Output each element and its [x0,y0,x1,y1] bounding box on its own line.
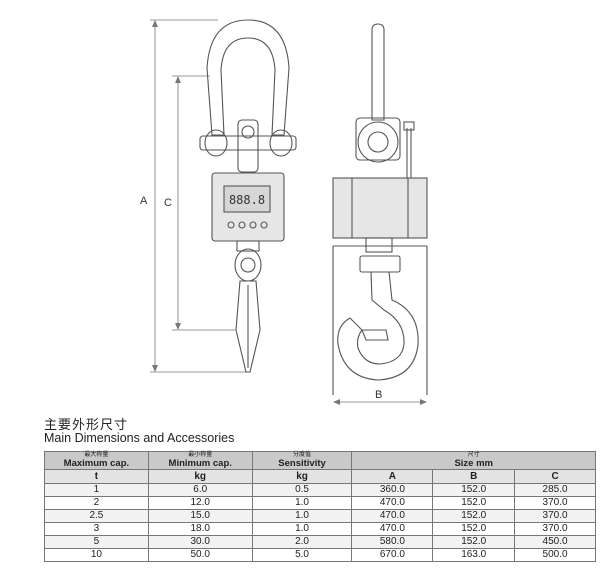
table-cell: 10 [44,548,149,562]
table-cell: 470.0 [351,509,434,523]
table-cell: 370.0 [514,522,596,536]
table-cell: 12.0 [147,496,253,510]
table-cell: 450.0 [514,535,596,549]
table-cell: 152.0 [432,496,516,510]
title-english: Main Dimensions and Accessories [44,431,235,445]
unit-cell: kg [147,469,253,484]
table-cell: 500.0 [514,548,596,562]
table-cell: 15.0 [147,509,253,523]
unit-cell: A [351,469,434,484]
unit-cell: B [432,469,516,484]
dimension-label-a: A [140,195,148,207]
table-cell: 370.0 [514,496,596,510]
table-cell: 3 [44,522,149,536]
table-cell: 2.5 [44,509,149,523]
table-cell: 50.0 [147,548,253,562]
table-cell: 152.0 [432,509,516,523]
table-cell: 18.0 [147,522,253,536]
table-cell: 360.0 [351,483,434,497]
unit-cell: C [514,469,596,484]
dimension-label-c: C [164,197,172,209]
lower-eye [234,248,262,282]
table-cell: 152.0 [432,522,516,536]
table-cell: 285.0 [514,483,596,497]
display-window [223,185,271,213]
title-chinese: 主要外形尺寸 [44,418,129,433]
shackle-bow [206,19,290,136]
table-cell: 5.0 [251,548,353,562]
table-cell: 2.0 [251,535,353,549]
table-cell: 2 [44,496,149,510]
table-cell: 470.0 [351,496,434,510]
shackle-eye-right [269,129,293,157]
table-cell: 6.0 [147,483,253,497]
table-cell: 580.0 [351,535,434,549]
table-cell: 1.0 [251,509,353,523]
table-cell: 670.0 [351,548,434,562]
table-cell: 0.5 [251,483,353,497]
shackle-pin [199,135,297,151]
unit-cell: kg [251,469,353,484]
crane-scale-technical-drawing: 888.8 A C B [140,19,428,405]
dimension-label-b: B [375,389,382,401]
table-cell: 30.0 [147,535,253,549]
table-cell: 370.0 [514,509,596,523]
side-pin-eye [357,121,399,163]
side-lifting-eye [371,23,385,121]
shackle-eye-left [204,129,228,157]
unit-cell: t [44,469,149,484]
table-units-row: t kg kg A B C [44,469,596,484]
table-cell: 470.0 [351,522,434,536]
table-cell: 1 [44,483,149,497]
table-cell: 152.0 [432,483,516,497]
table-cell: 163.0 [432,548,516,562]
table-cell: 1.0 [251,496,353,510]
table-cell: 152.0 [432,535,516,549]
side-hook [337,271,419,381]
table-cell: 5 [44,535,149,549]
display-digits: 888.8 [229,193,265,207]
side-body [332,177,428,239]
table-cell: 1.0 [251,522,353,536]
